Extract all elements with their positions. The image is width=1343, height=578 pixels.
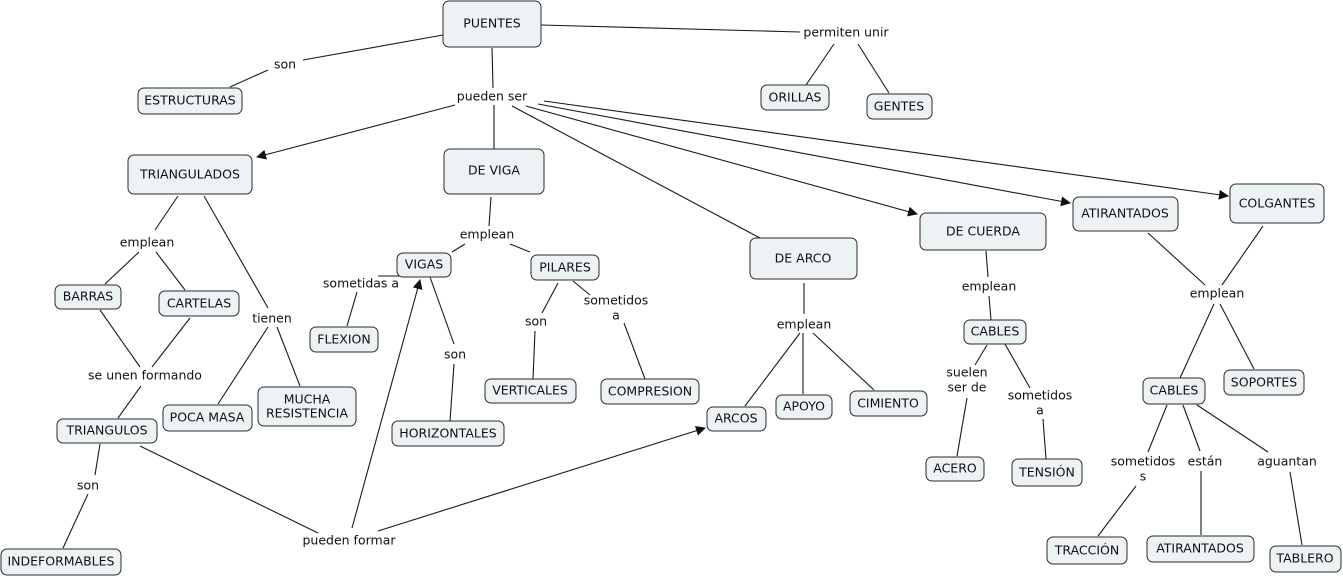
- node-indeformables[interactable]: INDEFORMABLES: [0, 548, 122, 576]
- node-atirantados-cables[interactable]: ATIRANTADOS: [1146, 535, 1255, 563]
- svg-text:ATIRANTADOS: ATIRANTADOS: [1156, 541, 1244, 556]
- svg-text:VERTICALES: VERTICALES: [492, 383, 568, 398]
- link-emplean: emplean: [962, 279, 1017, 294]
- node-verticales[interactable]: VERTICALES: [484, 378, 577, 404]
- svg-text:CABLES: CABLES: [971, 324, 1020, 339]
- svg-text:VIGAS: VIGAS: [405, 257, 443, 272]
- node-cimiento[interactable]: CIMIENTO: [849, 390, 928, 417]
- svg-text:MUCHA: MUCHA: [284, 392, 331, 407]
- node-barras[interactable]: BARRAS: [54, 284, 122, 310]
- link-son: son: [444, 347, 466, 362]
- link-sometidos: sometidos: [1008, 388, 1073, 403]
- node-cartelas[interactable]: CARTELAS: [158, 290, 240, 317]
- svg-text:COMPRESION: COMPRESION: [608, 384, 692, 399]
- link-emplean: emplean: [1190, 286, 1245, 301]
- link-sometidas-a: sometidas a: [323, 276, 399, 291]
- node-flexion[interactable]: FLEXION: [309, 326, 379, 353]
- node-arcos[interactable]: ARCOS: [706, 406, 767, 432]
- svg-text:DE VIGA: DE VIGA: [468, 163, 520, 178]
- link-sometidos: sometidos: [1111, 454, 1176, 469]
- svg-text:TABLERO: TABLERO: [1275, 551, 1333, 566]
- svg-text:ORILLAS: ORILLAS: [769, 90, 822, 105]
- svg-text:HORIZONTALES: HORIZONTALES: [399, 426, 496, 441]
- svg-text:SOPORTES: SOPORTES: [1231, 375, 1297, 390]
- svg-text:ACERO: ACERO: [933, 461, 977, 476]
- node-apoyo[interactable]: APOYO: [775, 394, 833, 420]
- node-mucha-resistencia[interactable]: MUCHA RESISTENCIA: [257, 386, 357, 427]
- link-son: son: [525, 314, 547, 329]
- node-de-cuerda[interactable]: DE CUERDA: [919, 212, 1047, 251]
- svg-text:FLEXION: FLEXION: [317, 332, 371, 347]
- node-triangulos[interactable]: TRIANGULOS: [56, 418, 158, 444]
- svg-text:CIMIENTO: CIMIENTO: [857, 396, 919, 411]
- link-permiten-unir: permiten unir: [803, 25, 889, 40]
- svg-text:GENTES: GENTES: [874, 99, 924, 114]
- link-emplean: emplean: [777, 317, 832, 332]
- link-sometidos-a: a: [612, 308, 620, 323]
- svg-text:CABLES: CABLES: [1150, 383, 1199, 398]
- node-atirantados[interactable]: ATIRANTADOS: [1072, 196, 1179, 232]
- node-colgantes[interactable]: COLGANTES: [1229, 183, 1325, 224]
- node-tension[interactable]: TENSIÓN: [1011, 458, 1083, 487]
- link-aguantan: aguantan: [1257, 454, 1317, 469]
- node-triangulados[interactable]: TRIANGULADOS: [127, 154, 253, 195]
- node-cables-cuerda[interactable]: CABLES: [963, 319, 1027, 345]
- node-horizontales[interactable]: HORIZONTALES: [391, 420, 505, 447]
- node-de-viga[interactable]: DE VIGA: [443, 148, 545, 195]
- node-traccion[interactable]: TRACCIÓN: [1046, 536, 1128, 565]
- node-cables-colgantes[interactable]: CABLES: [1142, 377, 1206, 405]
- link-son: son: [77, 478, 99, 493]
- svg-text:PILARES: PILARES: [539, 260, 591, 275]
- svg-text:POCA MASA: POCA MASA: [170, 410, 245, 425]
- link-pueden-ser: pueden ser: [457, 89, 528, 104]
- node-vigas[interactable]: VIGAS: [396, 252, 452, 278]
- link-tienen: tienen: [252, 311, 292, 326]
- svg-text:RESISTENCIA: RESISTENCIA: [266, 406, 348, 421]
- svg-text:ESTRUCTURAS: ESTRUCTURAS: [144, 93, 236, 108]
- svg-text:TRACCIÓN: TRACCIÓN: [1054, 543, 1119, 558]
- link-ser-de: ser de: [948, 380, 987, 395]
- svg-text:CARTELAS: CARTELAS: [167, 296, 231, 311]
- svg-text:COLGANTES: COLGANTES: [1239, 196, 1316, 211]
- svg-text:DE CUERDA: DE CUERDA: [946, 224, 1020, 239]
- node-acero[interactable]: ACERO: [925, 456, 985, 482]
- link-sometidos: sometidos: [584, 293, 649, 308]
- link-estan: están: [1188, 454, 1223, 469]
- linking-phrases: son permiten unir pueden ser emplean tie…: [77, 25, 1317, 548]
- node-pilares[interactable]: PILARES: [530, 254, 600, 281]
- node-poca-masa[interactable]: POCA MASA: [162, 404, 253, 432]
- svg-text:PUENTES: PUENTES: [463, 16, 520, 31]
- connector-lines: [62, 24, 1303, 549]
- svg-text:APOYO: APOYO: [783, 399, 825, 414]
- link-sometidos-s: s: [1140, 469, 1147, 484]
- link-se-unen-formando: se unen formando: [88, 368, 202, 383]
- link-sometidos-a: a: [1036, 403, 1044, 418]
- link-son: son: [274, 57, 296, 72]
- svg-text:ATIRANTADOS: ATIRANTADOS: [1081, 206, 1169, 221]
- link-emplean: emplean: [460, 227, 515, 242]
- svg-text:TENSIÓN: TENSIÓN: [1018, 465, 1075, 480]
- link-suelen: suelen: [946, 365, 987, 380]
- node-compresion[interactable]: COMPRESION: [600, 378, 700, 405]
- node-tablero[interactable]: TABLERO: [1269, 545, 1342, 573]
- svg-text:ARCOS: ARCOS: [714, 411, 757, 426]
- node-estructuras[interactable]: ESTRUCTURAS: [137, 87, 243, 115]
- svg-text:INDEFORMABLES: INDEFORMABLES: [8, 554, 115, 569]
- svg-text:TRIANGULOS: TRIANGULOS: [65, 423, 147, 438]
- svg-text:TRIANGULADOS: TRIANGULADOS: [139, 167, 240, 182]
- node-puentes[interactable]: PUENTES: [442, 0, 542, 48]
- node-de-arco[interactable]: DE ARCO: [749, 237, 858, 280]
- node-gentes[interactable]: GENTES: [866, 93, 933, 120]
- node-orillas[interactable]: ORILLAS: [760, 84, 830, 111]
- link-pueden-formar: pueden formar: [302, 533, 396, 548]
- svg-text:DE ARCO: DE ARCO: [775, 251, 832, 266]
- svg-text:BARRAS: BARRAS: [63, 289, 114, 304]
- node-soportes[interactable]: SOPORTES: [1223, 369, 1305, 396]
- link-emplean: emplean: [120, 235, 175, 250]
